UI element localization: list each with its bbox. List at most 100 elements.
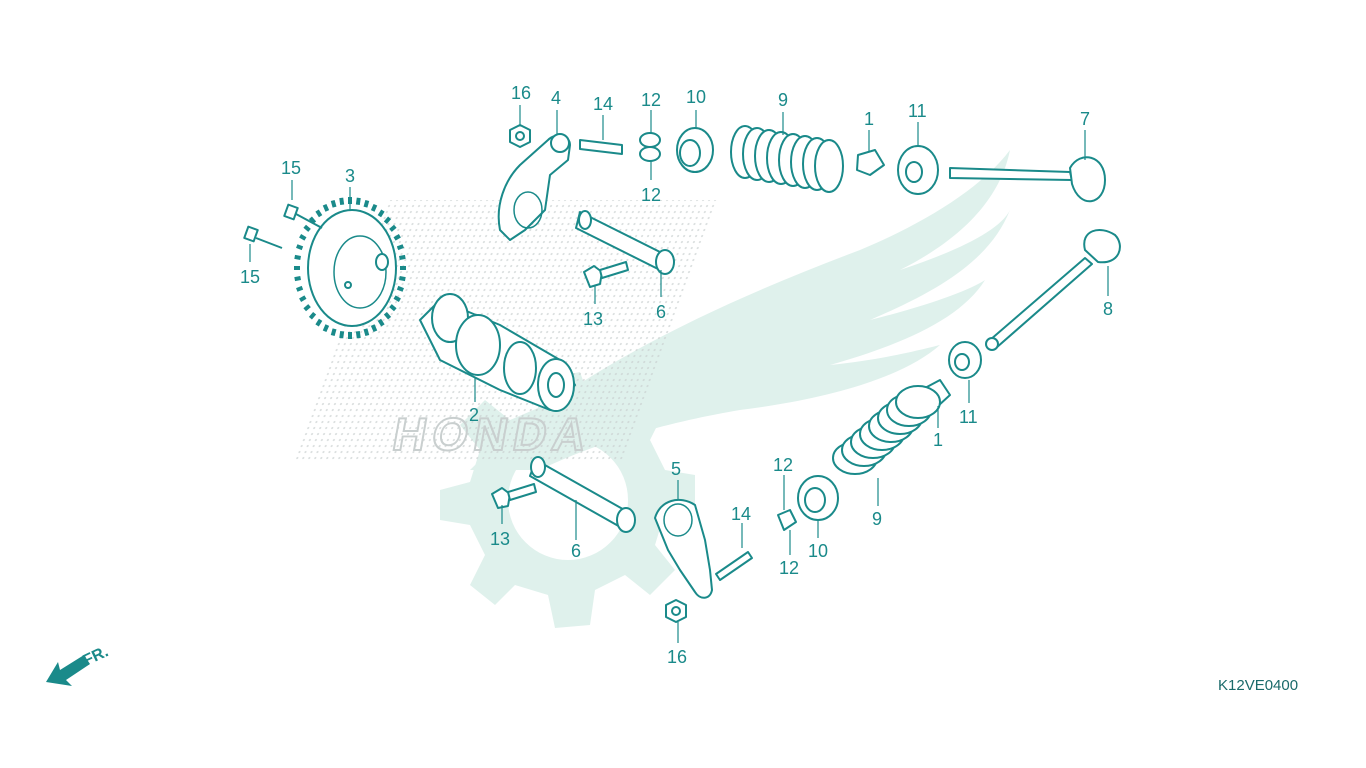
gear-tooth xyxy=(330,199,337,208)
gear-tooth xyxy=(303,224,311,232)
valve-cotters-12-upper xyxy=(639,132,661,162)
bolt-13-upper xyxy=(583,261,629,288)
gear-tooth xyxy=(393,295,401,302)
gear-tooth xyxy=(355,197,361,206)
gear-tooth xyxy=(294,254,301,260)
callout-10: 10 xyxy=(808,541,828,561)
gear-tooth xyxy=(355,330,361,339)
gear-tooth xyxy=(294,276,301,282)
gear-tooth xyxy=(315,318,323,327)
front-label: FR. xyxy=(81,643,112,669)
callout-11: 11 xyxy=(959,407,978,427)
arrow-left-icon xyxy=(46,655,90,686)
nut-16-upper xyxy=(509,124,531,148)
front-direction-arrow: FR. xyxy=(46,643,111,686)
rocker-shaft-6-lower xyxy=(529,456,636,533)
callout-7: 7 xyxy=(1080,109,1090,129)
gear-tooth xyxy=(339,197,345,206)
gear-tooth xyxy=(396,285,404,292)
gear-tooth xyxy=(377,209,385,218)
intake-valve-8 xyxy=(985,229,1121,351)
callout-12: 12 xyxy=(641,90,661,110)
bolt-15-upper xyxy=(283,203,323,229)
callout-3: 3 xyxy=(345,166,355,186)
gear-tooth xyxy=(303,304,311,312)
honda-watermark: HONDA xyxy=(292,150,1010,628)
gear-tooth xyxy=(399,276,406,282)
gear-tooth xyxy=(308,216,317,225)
gear-tooth xyxy=(389,224,397,232)
gear-tooth xyxy=(363,199,370,208)
cam-sprocket xyxy=(294,197,406,339)
exhaust-valve-7 xyxy=(949,156,1106,203)
nut-16-lower xyxy=(665,599,687,623)
gear-tooth xyxy=(296,285,304,292)
callout-8: 8 xyxy=(1103,299,1113,319)
rocker-shaft-6-upper xyxy=(575,210,675,275)
bolt-15-lower xyxy=(243,225,283,249)
callout-9: 9 xyxy=(872,509,882,529)
gear-tooth xyxy=(315,209,323,218)
callout-12: 12 xyxy=(779,558,799,578)
callout-labels: 16 4 14 12 12 10 9 1 11 7 15 3 15 13 6 8… xyxy=(240,83,1113,667)
gear-tooth xyxy=(322,324,330,333)
spring-retainer-11-lower xyxy=(948,341,982,379)
diagram-code: K12VE0400 xyxy=(1218,677,1299,694)
callout-14: 14 xyxy=(731,504,751,524)
leader-lines xyxy=(249,105,1109,643)
callout-15: 15 xyxy=(281,158,301,178)
watermark-text: HONDA xyxy=(389,408,597,460)
valve-seal-1-upper xyxy=(856,149,885,176)
gear-tooth xyxy=(308,311,317,320)
callout-16: 16 xyxy=(511,83,531,103)
gear-tooth xyxy=(363,328,370,337)
gear-tooth xyxy=(377,318,385,327)
callout-12: 12 xyxy=(773,455,793,475)
callout-6: 6 xyxy=(656,302,666,322)
gear-tooth xyxy=(339,330,345,339)
callout-16: 16 xyxy=(667,647,687,667)
callout-1: 1 xyxy=(933,430,943,450)
callout-12: 12 xyxy=(641,185,661,205)
callout-15: 15 xyxy=(240,267,260,287)
valve-spring-9-upper xyxy=(730,125,844,193)
gear-tooth xyxy=(396,244,404,251)
gear-tooth xyxy=(383,216,392,225)
spring-coil xyxy=(814,139,844,193)
spring-seat-10-lower xyxy=(797,475,839,521)
callout-6: 6 xyxy=(571,541,581,561)
callout-9: 9 xyxy=(778,90,788,110)
spring-coil xyxy=(895,385,941,419)
valve-cotters-12-lower xyxy=(777,509,797,531)
gear-tooth xyxy=(299,295,307,302)
gear-tooth xyxy=(383,311,392,320)
gear-tooth xyxy=(399,254,406,260)
rocker-arm-upper xyxy=(497,133,571,241)
gear-tooth xyxy=(393,234,401,241)
callout-10: 10 xyxy=(686,87,706,107)
callout-1: 1 xyxy=(864,109,874,129)
gear-tooth xyxy=(389,304,397,312)
callout-4: 4 xyxy=(551,88,561,108)
callout-2: 2 xyxy=(469,405,479,425)
bolt-13-lower xyxy=(491,483,537,509)
gear-tooth xyxy=(322,203,330,212)
spring-retainer-11-upper xyxy=(897,145,939,195)
callout-14: 14 xyxy=(593,94,613,114)
callout-5: 5 xyxy=(671,459,681,479)
spring-seat-10-upper xyxy=(676,127,714,173)
gear-tooth xyxy=(299,234,307,241)
adjust-screw-14-upper xyxy=(579,139,623,155)
callout-13: 13 xyxy=(490,529,510,549)
callout-11: 11 xyxy=(908,101,927,121)
adjust-screw-14-lower xyxy=(715,551,753,581)
gear-tooth xyxy=(330,328,337,337)
gear-tooth xyxy=(296,244,304,251)
valve-spring-9-lower xyxy=(832,385,941,475)
gear-tooth xyxy=(370,203,378,212)
camshaft xyxy=(419,293,576,412)
rocker-arm-lower xyxy=(654,498,713,599)
gear-tooth xyxy=(370,324,378,333)
